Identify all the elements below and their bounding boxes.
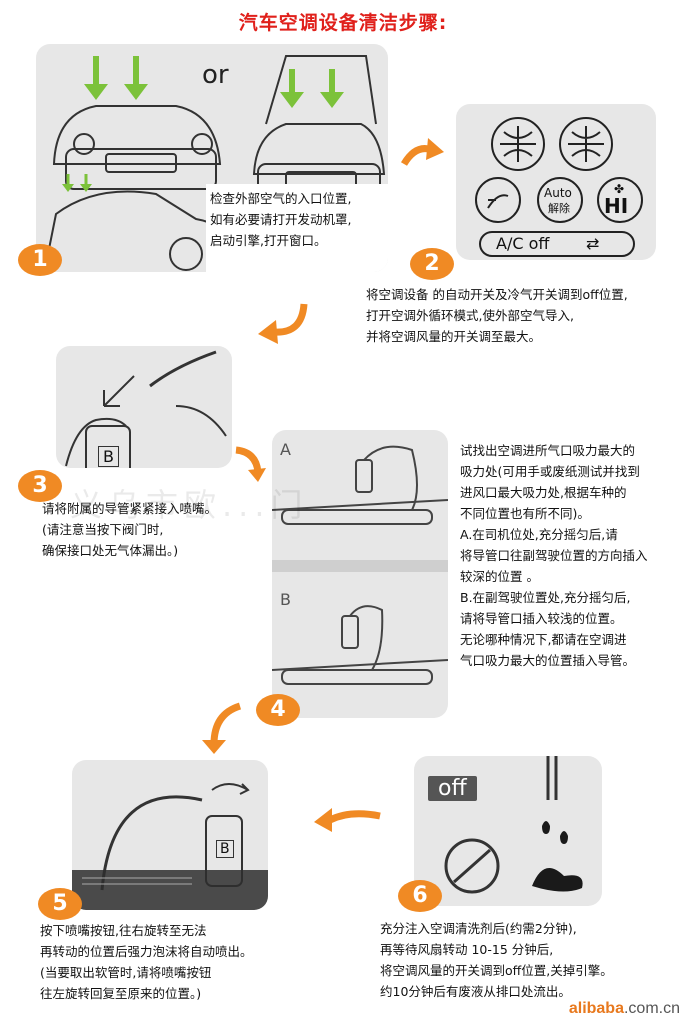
step2-text: 将空调设备 的自动开关及冷气开关调到off位置, 打开空调外循环模式,使外部空气… [366, 287, 628, 344]
panel-a-label: A [280, 440, 291, 459]
step3-illustration: B [56, 346, 232, 468]
footer-domain: .com.cn [623, 1000, 680, 1017]
panel-b-label: B [280, 590, 291, 609]
can-logo: B [98, 446, 119, 467]
or-label: or [202, 60, 229, 90]
curved-arrow-icon [235, 446, 266, 482]
step4-badge: 4 [256, 694, 300, 726]
off-label: off [428, 776, 477, 801]
step6-text: 充分注入空调清洗剂后(约需2分钟), 再等待风扇转动 10-15 分钟后, 将空… [380, 921, 613, 999]
step1-text: 检查外部空气的入口位置, 如有必要请打开发动机罩, 启动引擎,打开窗口。 [210, 191, 352, 248]
step6-illustration: off [414, 756, 602, 906]
curved-arrow-icon [314, 808, 381, 832]
can-logo: B [216, 840, 234, 858]
step2-badge: 2 [410, 248, 454, 280]
recirculation-icon: ⇄ [586, 234, 600, 253]
step3-text: 请将附属的导管紧紧接入喷嘴。 (请注意当按下阀门时, 确保接口处无气体漏出。) [42, 501, 218, 558]
step6-badge: 6 [398, 880, 442, 912]
footer-brand: alibaba [568, 1000, 624, 1017]
step5-illustration: B [72, 760, 268, 910]
drain-illustration [444, 756, 583, 894]
watermark: 义乌市欧...门 [70, 486, 309, 524]
hi-label: HI [604, 194, 629, 218]
curved-arrow-icon [202, 702, 242, 754]
spray-can-illustration [65, 350, 227, 468]
ac-off-label: A/C off [496, 234, 550, 253]
step2-illustration: Auto 解除 ✤ HI A/C off ⇄ [456, 104, 656, 260]
curved-arrow-icon [400, 138, 444, 166]
dashboard-illustration [272, 445, 448, 685]
auto-button-label: Auto [544, 186, 572, 200]
fan-icon: ✤ [614, 182, 625, 196]
step4-text: 试找出空调进所气口吸力最大的 吸力处(可用手或废纸测试并找到 进风口最大吸力处,… [460, 443, 648, 668]
step1-illustration [36, 44, 388, 272]
hose-insertion-illustration [72, 783, 268, 910]
step5-text: 按下喷嘴按钮,往右旋转至无法 再转动的位置后强力泡沫将自动喷出。 (当要取出软管… [40, 923, 253, 1001]
step5-badge: 5 [38, 888, 82, 920]
step1-badge: 1 [18, 244, 62, 276]
auto-sub-label: 解除 [548, 202, 570, 215]
drop-icon [532, 821, 583, 892]
curved-arrow-icon [258, 303, 308, 344]
ac-controls-illustration [475, 117, 643, 257]
footer-logo: alibaba.com.cn [569, 1000, 680, 1018]
step4-illustration: A B [272, 430, 448, 718]
green-arrow-icon [62, 56, 344, 192]
page-title: 汽车空调设备清洁步骤: [238, 12, 448, 34]
step3-badge: 3 [18, 470, 62, 502]
